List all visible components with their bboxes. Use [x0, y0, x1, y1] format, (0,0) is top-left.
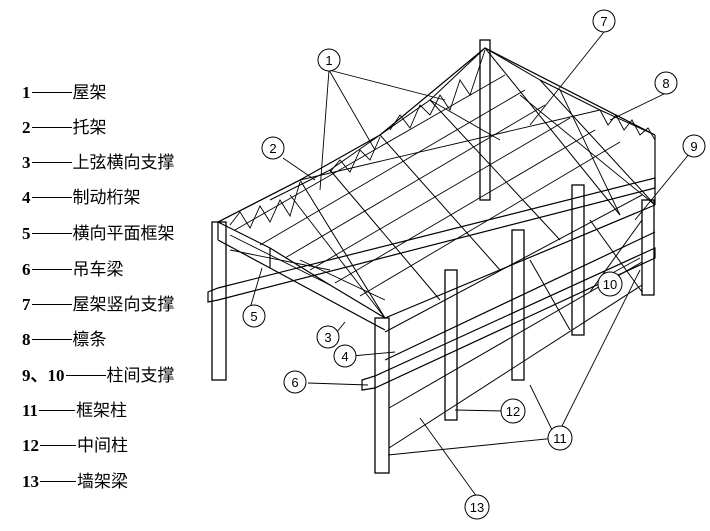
callout-label: 12: [506, 404, 520, 419]
leader-dash: [31, 197, 72, 198]
leader-dash: [40, 481, 76, 482]
legend-label: 托架: [72, 118, 107, 138]
roof-vertical-bracing: [229, 49, 656, 229]
callout-7: 7: [592, 9, 616, 33]
callout-label: 13: [470, 500, 484, 515]
legend-num: 3: [22, 153, 31, 172]
legend-num: 9、10: [22, 366, 65, 385]
legend-item-6: 6 吊车梁: [22, 255, 124, 280]
legend-label: 制动桁架: [72, 188, 141, 208]
leader-dash: [39, 410, 76, 411]
callout-label: 9: [690, 139, 697, 154]
callout-label: 7: [600, 14, 607, 29]
legend-num: 7: [22, 295, 31, 314]
legend-item-12: 12 中间柱: [22, 431, 128, 456]
legend-label: 横向平面框架: [72, 224, 175, 244]
legend-num: 1: [22, 83, 31, 102]
leader-dash: [40, 445, 76, 446]
column-bracing: [529, 219, 643, 331]
legend-item-7: 7 屋架竖向支撑: [22, 290, 175, 315]
leader-lines: [247, 31, 695, 498]
purlins: [234, 74, 621, 297]
callout-1: 1: [317, 48, 341, 72]
callout-12: 12: [500, 398, 526, 424]
callout-9: 9: [682, 134, 706, 158]
leader-dash: [31, 233, 72, 234]
legend-label: 檩条: [72, 330, 107, 350]
leader-dash: [31, 339, 72, 340]
top-chord-bracing: [229, 89, 656, 319]
legend-label: 屋架竖向支撑: [72, 295, 175, 315]
callout-4: 4: [333, 344, 357, 368]
callout-8: 8: [654, 71, 678, 95]
callout-2: 2: [261, 136, 285, 160]
legend-item-1: 1 屋架: [22, 78, 107, 103]
legend-label: 吊车梁: [72, 260, 124, 280]
crane-beams: [207, 177, 656, 391]
legend-label: 墙架梁: [77, 472, 128, 492]
roof-outline: [217, 47, 656, 331]
legend-num: 13: [22, 472, 39, 491]
callout-label: 3: [324, 330, 331, 345]
callout-5: 5: [242, 304, 266, 328]
callout-label: 11: [553, 431, 567, 446]
legend-item-5: 5 横向平面框架: [22, 219, 175, 244]
legend-item-2: 2 托架: [22, 113, 107, 138]
legend-item-4: 4 制动桁架: [22, 183, 141, 208]
callout-13: 13: [464, 494, 490, 520]
legend-num: 2: [22, 118, 31, 137]
leader-dash: [31, 304, 72, 305]
legend-item-11: 11 框架柱: [22, 396, 127, 421]
legend-num: 6: [22, 260, 31, 279]
legend-item-8: 8 檩条: [22, 325, 107, 350]
callout-label: 10: [603, 277, 617, 292]
callout-11: 11: [547, 425, 573, 451]
callout-label: 6: [291, 375, 298, 390]
leader-dash: [65, 375, 106, 376]
frame-columns: [211, 39, 655, 474]
leader-dash: [31, 92, 72, 93]
callouts: 1 2 7 8 9 10 5 3: [242, 9, 706, 520]
legend-item-3: 3 上弦横向支撑: [22, 148, 175, 173]
leader-dash: [31, 269, 72, 270]
legend-label: 屋架: [72, 83, 107, 103]
callout-3: 3: [316, 325, 340, 349]
legend-num: 11: [22, 401, 39, 420]
callout-label: 5: [250, 309, 257, 324]
callout-label: 4: [341, 349, 348, 364]
callout-label: 8: [662, 76, 669, 91]
leader-dash: [31, 162, 72, 163]
callout-label: 1: [325, 53, 332, 68]
callout-6: 6: [283, 370, 307, 394]
legend-num: 5: [22, 224, 31, 243]
legend-num: 4: [22, 188, 31, 207]
legend-num: 8: [22, 330, 31, 349]
legend-label: 柱间支撑: [106, 366, 175, 386]
legend-label: 中间柱: [77, 436, 128, 456]
legend-item-9-10: 9、10 柱间支撑: [22, 361, 175, 386]
legend-label: 框架柱: [76, 401, 128, 421]
callout-10: 10: [597, 271, 623, 297]
callout-label: 2: [269, 141, 276, 156]
leader-dash: [31, 127, 72, 128]
legend-label: 上弦横向支撑: [72, 153, 175, 173]
legend-item-13: 13 墙架梁: [22, 467, 128, 492]
legend-num: 12: [22, 436, 39, 455]
